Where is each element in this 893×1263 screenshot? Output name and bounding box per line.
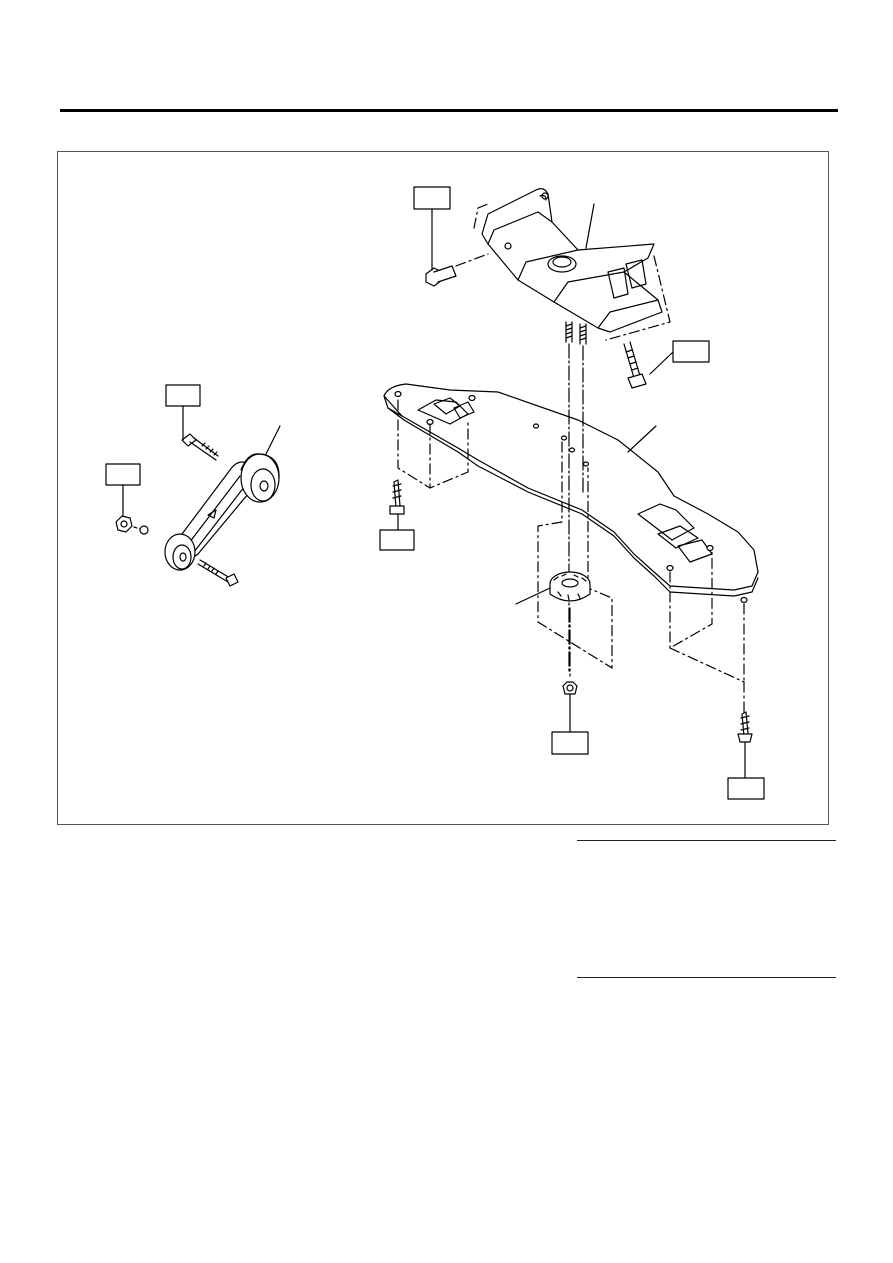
callout-box-4 (672, 340, 710, 363)
callout-box-6 (551, 731, 589, 755)
callout-box-1 (165, 384, 201, 407)
callout-boxes-top (413, 186, 710, 375)
header-rule (60, 109, 838, 112)
stopper-rubber (515, 571, 591, 733)
callout-box-5 (379, 529, 415, 551)
spec-table-bottom-rule (577, 977, 836, 978)
crossmember-diagram (105, 186, 765, 800)
callout-boxes-left (105, 384, 201, 517)
callout-box-3 (413, 186, 451, 210)
torque-spec-table (577, 840, 836, 978)
callout-boxes-bottom (379, 529, 765, 800)
spec-table-top-rule (577, 840, 836, 841)
exploded-view-figure (57, 151, 829, 825)
callout-box-2 (105, 463, 141, 486)
pitching-stopper (115, 425, 281, 587)
rear-cushion-bracket (425, 188, 671, 389)
rear-crossmember (383, 343, 759, 779)
callout-box-7 (727, 777, 765, 800)
